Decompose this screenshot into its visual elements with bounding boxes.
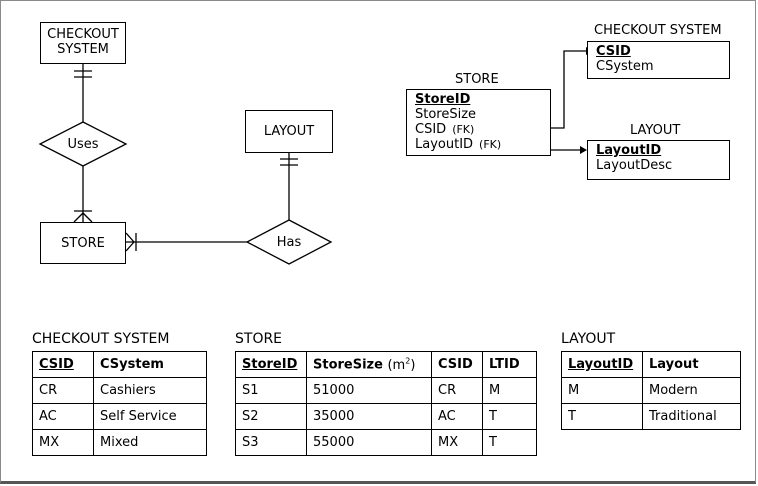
rel-layout-box: LayoutID LayoutDesc — [587, 140, 730, 180]
table-cell: AC — [431, 403, 483, 430]
table-row: AC Self Service — [32, 403, 207, 430]
table-cell: Modern — [642, 377, 741, 404]
rel-store-pk: StoreID — [415, 92, 471, 107]
rel-store-attr-layoutid: LayoutID(FK) — [415, 137, 502, 152]
table-row: T Traditional — [561, 403, 741, 430]
table-store-title: STORE — [235, 331, 283, 347]
table-cell: Traditional — [642, 403, 741, 430]
table-cell: Cashiers — [93, 377, 207, 404]
rel-checkout-system-attr: CSystem — [596, 59, 654, 74]
table-cell: AC — [32, 403, 94, 430]
table-cell: S2 — [235, 403, 307, 430]
store-crowfoot-left — [73, 212, 84, 223]
has-diamond — [245, 219, 333, 265]
rel-store-title: STORE — [455, 72, 499, 87]
column-header: LTID — [482, 351, 537, 378]
table-header-row: StoreID StoreSize (m2) CSID LTID — [235, 351, 537, 378]
table-cell: CR — [431, 377, 483, 404]
table-row: S2 35000 AC T — [235, 403, 537, 430]
table-cell: S1 — [235, 377, 307, 404]
rel-checkout-system-box: CSID CSystem — [587, 41, 730, 79]
store-crowfoot-right — [82, 212, 93, 223]
table-cell: MX — [32, 429, 94, 456]
rel-checkout-system-title: CHECKOUT SYSTEM — [594, 23, 722, 38]
store-crowfoot-bottom — [125, 241, 135, 252]
table-row: CR Cashiers — [32, 377, 207, 404]
table-cell: T — [482, 429, 537, 456]
column-header: StoreID — [235, 351, 307, 378]
fk-tag: (FK) — [452, 123, 475, 136]
entity-store-label: STORE — [61, 236, 105, 251]
entity-checkout-system-label: CHECKOUT SYSTEM — [47, 27, 119, 57]
table-cell: Self Service — [93, 403, 207, 430]
rel-store-box: StoreID StoreSize CSID(FK) LayoutID(FK) — [406, 89, 551, 156]
column-header: CSID — [431, 351, 483, 378]
fk-tag: (FK) — [479, 138, 502, 151]
table-row: S3 55000 MX T — [235, 429, 537, 456]
column-header: Layout — [642, 351, 741, 378]
table-row: S1 51000 CR M — [235, 377, 537, 404]
relationship-uses-label: Uses — [67, 137, 99, 152]
column-header-storesize: StoreSize (m2) — [306, 351, 432, 378]
table-checkout-system: CSID CSystem CR Cashiers AC Self Service… — [32, 351, 207, 456]
table-cell: MX — [431, 429, 483, 456]
column-header: CSID — [32, 351, 94, 378]
rel-store-attr-storesize: StoreSize — [415, 107, 477, 122]
table-cell: T — [561, 403, 643, 430]
column-header: CSystem — [93, 351, 207, 378]
relationship-has-label: Has — [276, 235, 302, 250]
table-cell: M — [561, 377, 643, 404]
fk-arrow-csid — [551, 50, 586, 129]
entity-store: STORE — [40, 222, 126, 264]
table-cell: Mixed — [93, 429, 207, 456]
store-crowfoot-top — [125, 232, 135, 243]
table-header-row: CSID CSystem — [32, 351, 207, 378]
table-header-row: LayoutID Layout — [561, 351, 741, 378]
fk-arrowhead-layoutid — [580, 146, 587, 154]
table-cell: M — [482, 377, 537, 404]
table-layout: LayoutID Layout M Modern T Traditional — [561, 351, 741, 430]
table-cell: 55000 — [306, 429, 432, 456]
table-layout-title: LAYOUT — [561, 331, 616, 347]
entity-layout: LAYOUT — [245, 110, 333, 153]
rel-checkout-system-pk: CSID — [596, 44, 631, 59]
rel-store-attr-csid: CSID(FK) — [415, 122, 475, 137]
rel-layout-attr: LayoutDesc — [596, 158, 673, 173]
table-row: M Modern — [561, 377, 741, 404]
table-row: MX Mixed — [32, 429, 207, 456]
entity-checkout-system: CHECKOUT SYSTEM — [40, 22, 126, 64]
table-cell: 51000 — [306, 377, 432, 404]
table-cell: 35000 — [306, 403, 432, 430]
rel-layout-pk: LayoutID — [596, 143, 662, 158]
column-header: LayoutID — [561, 351, 643, 378]
table-cell: CR — [32, 377, 94, 404]
table-cell: T — [482, 403, 537, 430]
table-checkout-system-title: CHECKOUT SYSTEM — [32, 331, 170, 347]
entity-layout-label: LAYOUT — [263, 124, 315, 139]
table-store: StoreID StoreSize (m2) CSID LTID S1 5100… — [235, 351, 537, 456]
table-cell: S3 — [235, 429, 307, 456]
rel-layout-title: LAYOUT — [630, 123, 681, 138]
